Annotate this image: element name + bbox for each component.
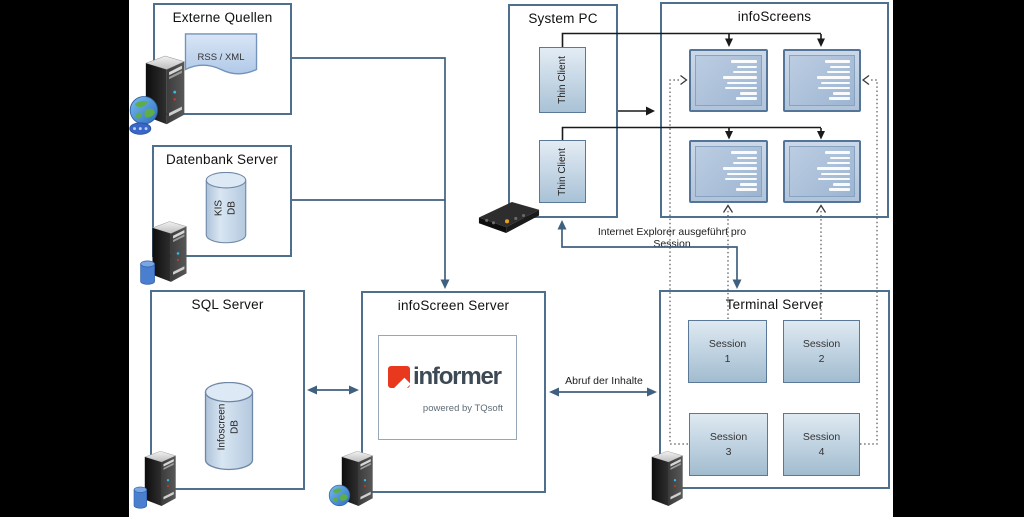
- system-pc-title: System PC: [528, 11, 598, 26]
- web-server-icon: [129, 55, 185, 135]
- database-server-icon: [140, 221, 187, 285]
- rss-xml-label: RSS / XML: [197, 52, 245, 63]
- thin-client-2-label: Thin Client: [556, 147, 568, 196]
- kis-db-label-wrap: KIS DB: [205, 172, 247, 244]
- infoscreen-server-icon: [328, 450, 374, 507]
- terminal-server-title: Terminal Server: [725, 297, 824, 312]
- monitor-icon: [689, 140, 768, 203]
- infoscreen-db-label: Infoscreen DB: [216, 403, 241, 450]
- infoscreen-db-label-wrap: Infoscreen DB: [204, 382, 254, 471]
- thin-client-1-label: Thin Client: [556, 56, 568, 104]
- monitor-icon: [783, 140, 861, 203]
- monitor-icon: [783, 49, 861, 112]
- thin-client-1: Thin Client: [539, 47, 586, 113]
- abruf-inhalte-label: Abruf der Inhalte: [565, 375, 643, 387]
- datenbank-server-title: Datenbank Server: [165, 152, 278, 167]
- kis-db-label: KIS DB: [213, 199, 238, 217]
- infoscreen-server-title: infoScreen Server: [397, 298, 510, 313]
- thin-client-2: Thin Client: [539, 140, 586, 203]
- informer-logo: informer: [388, 363, 502, 390]
- terminal-server-icon: [651, 450, 684, 507]
- sql-server-title: SQL Server: [191, 297, 264, 312]
- ie-session-label: Internet Explorer ausgeführt pro Session: [597, 226, 747, 250]
- infoscreens-title: infoScreens: [737, 9, 812, 24]
- informer-tagline: powered by TQsoft: [422, 403, 503, 414]
- network-switch-icon: [477, 198, 541, 235]
- informer-brand-text: informer: [413, 363, 502, 390]
- externe-quellen-title: Externe Quellen: [172, 10, 273, 25]
- informer-logo-box: informer powered by TQsoft: [378, 335, 517, 440]
- monitor-icon: [689, 49, 768, 112]
- sql-server-icon: [133, 450, 177, 509]
- informer-mark-icon: [388, 366, 410, 388]
